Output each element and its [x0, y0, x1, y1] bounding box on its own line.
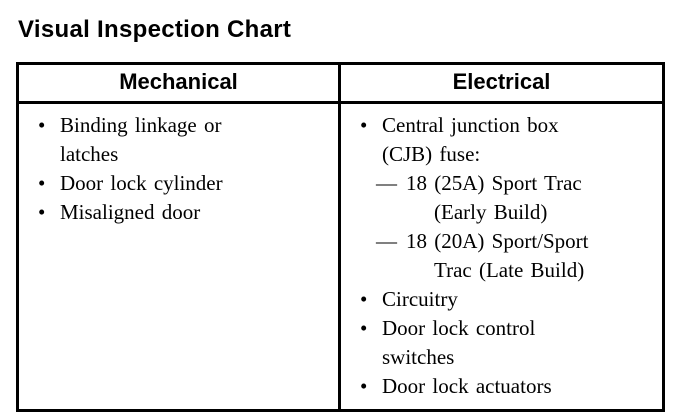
list-item-text: •Central junction box (CJB) fuse: [360, 113, 559, 166]
dash-icon: — [376, 171, 397, 195]
bullet-icon: • [360, 287, 368, 311]
list-item-text: •Misaligned door [24, 198, 334, 227]
list-item-text: •Door lock cylinder [24, 169, 334, 198]
list-item: •Misaligned door [24, 198, 334, 227]
list-item-text: •Door lock control switches [360, 316, 536, 369]
list-item: •Binding linkage or latches [24, 111, 334, 169]
table-body-row: •Binding linkage or latches •Door lock cy… [19, 104, 662, 409]
mechanical-list: •Binding linkage or latches •Door lock cy… [24, 111, 334, 227]
bullet-icon: • [360, 374, 368, 398]
column-header-electrical: Electrical [338, 65, 662, 101]
list-subitem-text: —18 (25A) Sport Trac (Early Build) [376, 171, 582, 224]
bullet-icon: • [38, 200, 46, 224]
list-subitem-text: —18 (20A) Sport/Sport Trac (Late Build) [376, 229, 589, 282]
list-item: •Door lock actuators [346, 372, 658, 401]
list-item: •Central junction box (CJB) fuse:—18 (25… [346, 111, 658, 285]
electrical-cell: •Central junction box (CJB) fuse:—18 (25… [338, 104, 662, 409]
list-item: •Circuitry [346, 285, 658, 314]
list-item-text: •Door lock actuators [346, 372, 658, 401]
column-header-mechanical: Mechanical [119, 69, 238, 94]
bullet-icon: • [360, 316, 368, 340]
list-item-text: •Circuitry [346, 285, 658, 314]
bullet-icon: • [38, 171, 46, 195]
dash-icon: — [376, 229, 397, 253]
list-item-text: •Binding linkage or latches [38, 113, 222, 166]
list-item: •Door lock cylinder [24, 169, 334, 198]
visual-inspection-table: Mechanical Electrical •Binding linkage o… [16, 62, 665, 412]
list-item: •Door lock control switches [346, 314, 658, 372]
page-title: Visual Inspection Chart [18, 16, 292, 43]
mechanical-cell: •Binding linkage or latches •Door lock cy… [19, 104, 338, 409]
electrical-list: •Central junction box (CJB) fuse:—18 (25… [346, 111, 658, 401]
table-header-row: Mechanical Electrical [19, 65, 662, 104]
bullet-icon: • [38, 113, 46, 137]
bullet-icon: • [360, 113, 368, 137]
